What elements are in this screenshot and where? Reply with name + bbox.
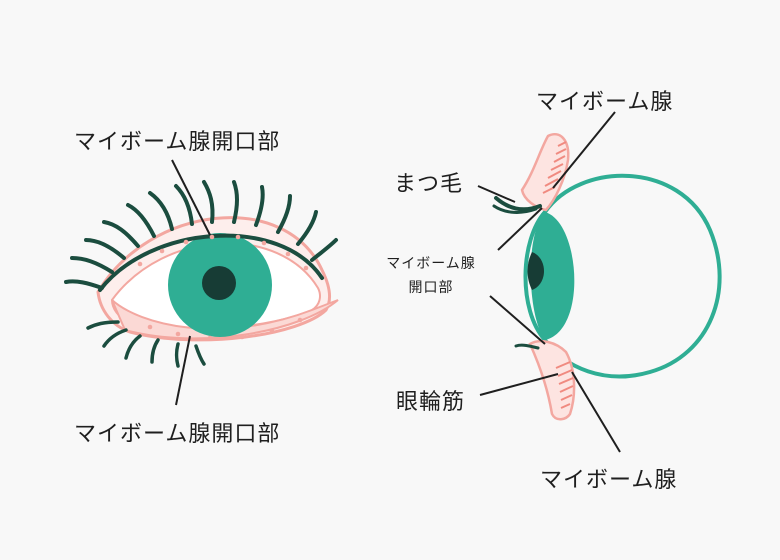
side-eye	[477, 111, 722, 453]
iris-side	[530, 212, 575, 340]
gland-openings-lower	[147, 317, 303, 341]
side-opening-top-leader	[497, 207, 543, 251]
gland-openings-upper	[137, 234, 309, 271]
front-top-leader	[171, 159, 211, 236]
pupil	[202, 266, 236, 300]
label-side-gland-bottom: マイボーム腺	[540, 468, 678, 493]
label-side-muscle: 眼輪筋	[396, 390, 466, 415]
label-side-opening-line1: マイボーム腺	[386, 256, 476, 272]
side-upper-eyelash	[494, 196, 542, 212]
upper-gland-hatch	[542, 141, 567, 194]
side-opening-bottom-leader	[489, 295, 546, 345]
label-side-opening-line2: 開口部	[408, 280, 454, 296]
pupil-side	[527, 252, 544, 290]
label-front-top: マイボーム腺開口部	[74, 130, 281, 155]
eyeball-outline	[543, 173, 722, 379]
upper-eyelid-section	[520, 133, 570, 212]
side-muscle-leader	[479, 373, 559, 396]
side-eyelash-leader	[477, 185, 516, 203]
label-side-gland-top: マイボーム腺	[536, 90, 674, 115]
side-gland-top-leader	[552, 111, 616, 189]
label-front-bottom: マイボーム腺開口部	[74, 422, 281, 447]
label-side-eyelash: まつ毛	[394, 172, 464, 197]
lower-gland-hatch	[555, 361, 574, 409]
side-lower-eyelash	[514, 343, 540, 350]
lower-eyelashes	[86, 320, 206, 368]
lower-eyelid	[111, 299, 339, 340]
upper-eyelashes	[64, 180, 338, 290]
cornea	[523, 210, 547, 342]
side-gland-bottom-leader	[571, 371, 621, 453]
front-bottom-leader	[175, 335, 191, 406]
front-eye	[64, 159, 339, 406]
label-side-opening: マイボーム腺 開口部	[366, 252, 496, 300]
